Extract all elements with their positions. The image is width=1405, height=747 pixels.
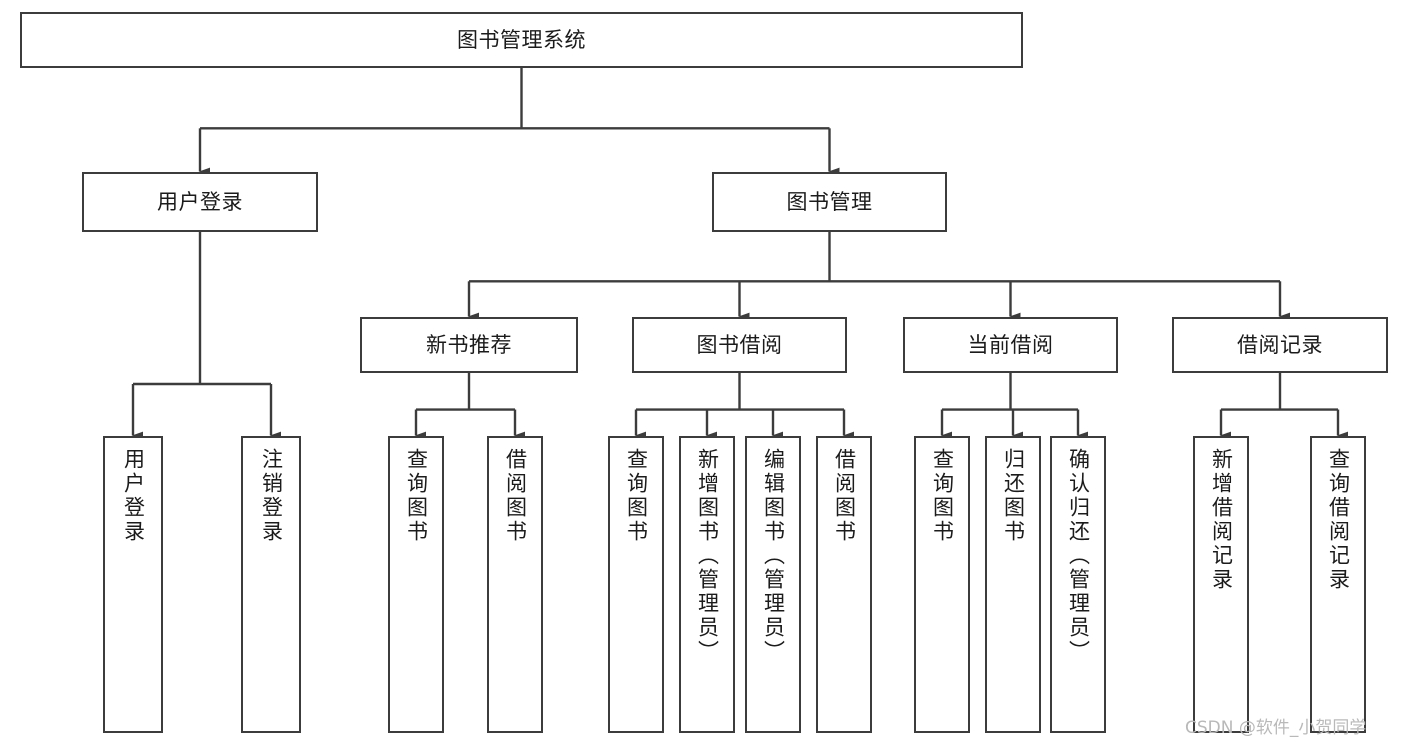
node-current-borrow-label: 当前借阅 [967,332,1054,357]
leaf-user-logout[interactable]: 注销登录 [241,436,301,733]
leaf-borrow-query-book[interactable]: 查询图书 [608,436,664,733]
leaf-recommend-query-book-label: 查询图书 [404,448,429,544]
node-book-borrow-label: 图书借阅 [696,332,783,357]
leaf-current-return-book[interactable]: 归还图书 [985,436,1041,733]
node-user-login-label: 用户登录 [157,189,243,214]
node-root[interactable]: 图书管理系统 [20,12,1023,68]
node-borrow-record[interactable]: 借阅记录 [1172,317,1388,373]
leaf-record-search[interactable]: 查询借阅记录 [1310,436,1366,733]
node-new-book-recommend-label: 新书推荐 [426,332,512,357]
leaf-current-query-book[interactable]: 查询图书 [914,436,970,733]
leaf-current-confirm-return-label: 确认归还（管理员） [1066,448,1091,664]
node-new-book-recommend[interactable]: 新书推荐 [360,317,578,373]
node-root-label: 图书管理系统 [457,27,586,52]
leaf-borrow-query-book-label: 查询图书 [624,448,649,544]
leaf-borrow-edit-book[interactable]: 编辑图书（管理员） [745,436,801,733]
leaf-recommend-borrow-book-label: 借阅图书 [503,448,528,544]
leaf-current-query-book-label: 查询图书 [930,448,955,544]
leaf-borrow-add-book[interactable]: 新增图书（管理员） [679,436,735,733]
leaf-recommend-borrow-book[interactable]: 借阅图书 [487,436,543,733]
node-book-borrow[interactable]: 图书借阅 [632,317,847,373]
leaf-current-return-book-label: 归还图书 [1001,448,1026,544]
node-current-borrow[interactable]: 当前借阅 [903,317,1118,373]
leaf-record-add[interactable]: 新增借阅记录 [1193,436,1249,733]
leaf-record-add-label: 新增借阅记录 [1209,448,1234,592]
leaf-user-login[interactable]: 用户登录 [103,436,163,733]
node-user-login[interactable]: 用户登录 [82,172,318,232]
leaf-borrow-do-borrow-label: 借阅图书 [832,448,857,544]
leaf-current-confirm-return[interactable]: 确认归还（管理员） [1050,436,1106,733]
leaf-borrow-add-book-label: 新增图书（管理员） [695,448,720,664]
leaf-user-login-label: 用户登录 [121,448,146,544]
leaf-record-search-label: 查询借阅记录 [1326,448,1351,592]
leaf-borrow-edit-book-label: 编辑图书（管理员） [761,448,786,664]
leaf-borrow-do-borrow[interactable]: 借阅图书 [816,436,872,733]
leaf-recommend-query-book[interactable]: 查询图书 [388,436,444,733]
leaf-user-logout-label: 注销登录 [259,448,284,544]
node-borrow-record-label: 借阅记录 [1237,332,1323,357]
node-book-manage[interactable]: 图书管理 [712,172,947,232]
csdn-watermark: CSDN @软件_小贺同学 [1185,718,1367,738]
node-book-manage-label: 图书管理 [786,189,873,214]
